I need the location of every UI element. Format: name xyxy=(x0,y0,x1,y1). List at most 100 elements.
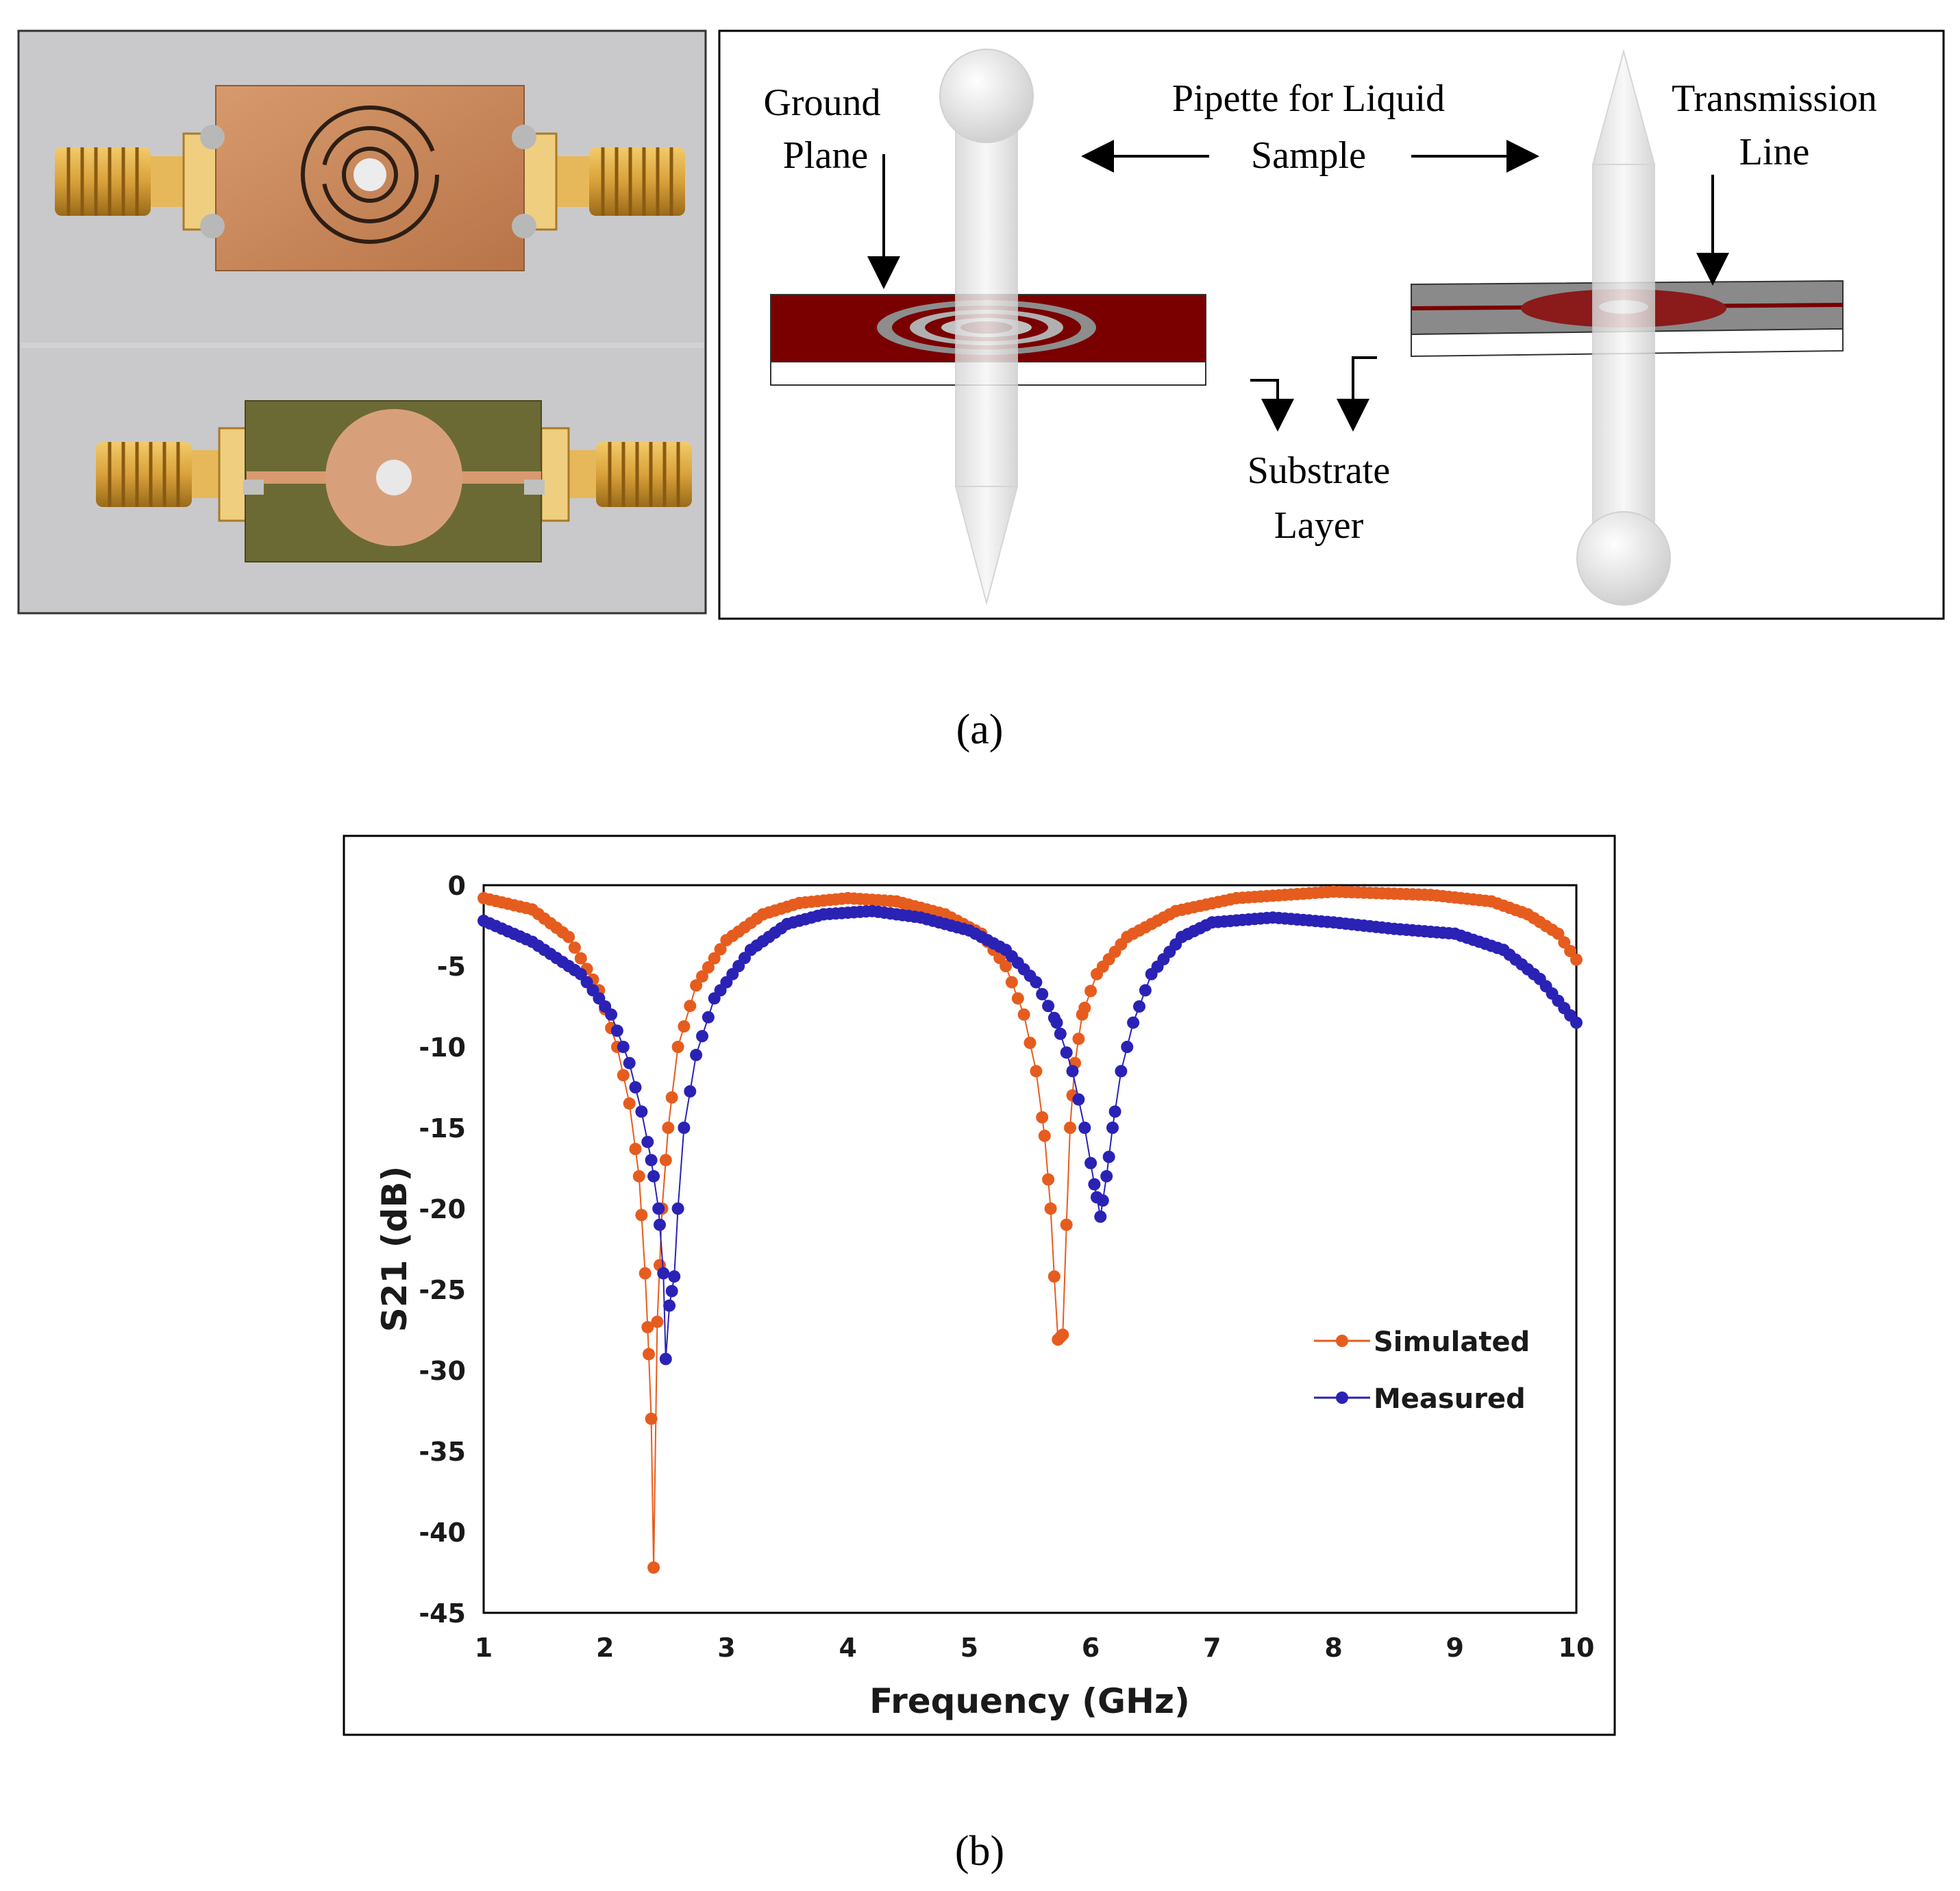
data-point-measured xyxy=(1060,1046,1073,1059)
data-point-simulated xyxy=(1036,1111,1049,1124)
data-point-measured xyxy=(1084,1157,1097,1170)
y-tick-label: -45 xyxy=(419,1598,466,1629)
data-point-simulated xyxy=(1552,927,1565,940)
data-point-simulated xyxy=(1047,1270,1060,1283)
substrate-arrow-left xyxy=(1250,379,1294,432)
data-point-measured xyxy=(1106,1122,1119,1134)
schematic-panel: Ground Plane Pipette for Liquid Sample T… xyxy=(718,29,1945,620)
data-point-measured xyxy=(663,1299,676,1312)
data-point-measured xyxy=(654,1218,666,1231)
data-point-simulated xyxy=(1558,936,1571,949)
data-point-simulated xyxy=(1030,1065,1043,1078)
data-point-simulated xyxy=(623,1097,636,1110)
y-tick-label: -10 xyxy=(419,1033,466,1063)
data-point-measured xyxy=(1096,1194,1109,1207)
y-tick-label: -40 xyxy=(419,1518,466,1548)
pipette-left xyxy=(939,49,1034,606)
data-point-simulated xyxy=(1056,1328,1069,1342)
photo-panel xyxy=(17,29,707,615)
data-point-simulated xyxy=(1038,1129,1051,1142)
data-point-measured xyxy=(702,1011,715,1024)
data-point-simulated xyxy=(702,961,715,974)
data-point-measured xyxy=(605,1008,618,1021)
data-point-simulated xyxy=(629,1143,642,1155)
data-point-measured xyxy=(1094,1210,1107,1223)
data-point-measured xyxy=(623,1056,636,1070)
data-point-measured xyxy=(696,1030,708,1043)
data-point-measured xyxy=(1115,1065,1128,1078)
legend: Simulated Measured xyxy=(1314,1326,1530,1415)
data-point-simulated xyxy=(1060,1218,1073,1231)
y-tick-label: -30 xyxy=(419,1356,466,1386)
y-tick-label: -20 xyxy=(419,1194,466,1224)
legend-marker-measured xyxy=(1336,1392,1348,1404)
annotation-arrows xyxy=(867,140,1729,432)
data-point-simulated xyxy=(1017,1008,1030,1021)
data-point-simulated xyxy=(568,941,581,954)
data-point-simulated xyxy=(643,1348,655,1361)
data-point-simulated xyxy=(696,970,708,983)
data-point-simulated xyxy=(1000,960,1013,972)
data-point-simulated xyxy=(665,1091,678,1104)
data-point-simulated xyxy=(562,930,575,943)
data-point-measured xyxy=(1102,1150,1115,1163)
data-point-measured xyxy=(647,1170,660,1183)
data-point-simulated xyxy=(684,1000,697,1013)
data-point-measured xyxy=(1133,1000,1145,1013)
data-point-measured xyxy=(684,1085,697,1098)
pipette-label-line1: Pipette for Liquid xyxy=(1172,77,1445,120)
data-point-measured xyxy=(678,1122,691,1134)
pipette-right xyxy=(1576,49,1671,606)
data-point-simulated xyxy=(678,1020,691,1033)
data-point-measured xyxy=(665,1285,678,1298)
data-point-measured xyxy=(1072,1093,1085,1106)
data-point-measured xyxy=(1036,988,1049,1000)
x-tick-label: 6 xyxy=(1082,1633,1100,1663)
caption-b: (b) xyxy=(955,1828,1004,1875)
ground-plane-label-line1: Ground xyxy=(763,82,880,124)
data-point-simulated xyxy=(1064,1122,1076,1134)
data-point-measured xyxy=(1570,1016,1583,1029)
data-point-measured xyxy=(659,1352,672,1365)
x-tick-label: 4 xyxy=(839,1633,856,1663)
substrate-arrow-right xyxy=(1337,356,1377,432)
data-point-simulated xyxy=(659,1154,672,1167)
data-point-simulated xyxy=(662,1122,675,1134)
legend-label-measured: Measured xyxy=(1374,1383,1526,1415)
data-point-simulated xyxy=(638,1267,652,1280)
data-point-simulated xyxy=(635,1209,648,1222)
data-point-measured xyxy=(671,1202,684,1215)
data-point-measured xyxy=(1100,1170,1113,1183)
data-point-simulated xyxy=(641,1321,654,1334)
legend-label-simulated: Simulated xyxy=(1374,1326,1530,1358)
substrate-label-line2: Layer xyxy=(1274,504,1364,547)
data-point-measured xyxy=(652,1202,665,1215)
data-point-simulated xyxy=(690,979,703,992)
ground-plane-label-line2: Plane xyxy=(783,134,868,177)
x-tick-label: 7 xyxy=(1203,1633,1221,1663)
data-point-measured xyxy=(1088,1178,1101,1191)
x-tick-label: 9 xyxy=(1446,1633,1464,1663)
data-point-simulated xyxy=(1011,992,1024,1005)
data-point-measured xyxy=(1042,1000,1055,1013)
legend-marker-simulated xyxy=(1336,1335,1348,1347)
data-point-simulated xyxy=(632,1170,645,1183)
x-tick-label: 3 xyxy=(717,1633,735,1663)
x-tick-label: 5 xyxy=(960,1633,978,1663)
data-point-measured xyxy=(641,1135,654,1148)
data-point-measured xyxy=(617,1041,630,1053)
x-axis-label: Frequency (GHz) xyxy=(869,1681,1190,1721)
data-point-measured xyxy=(657,1267,670,1280)
pipette-label-line2: Sample xyxy=(1251,134,1366,177)
y-axis-label: S21 (dB) xyxy=(375,1166,414,1333)
data-point-measured xyxy=(1050,1016,1063,1029)
data-point-measured xyxy=(1127,1016,1140,1029)
data-point-measured xyxy=(1078,1122,1091,1134)
data-point-simulated xyxy=(645,1412,658,1425)
data-point-measured xyxy=(1108,1105,1121,1118)
transmission-line-label-line2: Line xyxy=(1739,131,1810,173)
chart-frame xyxy=(343,835,1616,1736)
